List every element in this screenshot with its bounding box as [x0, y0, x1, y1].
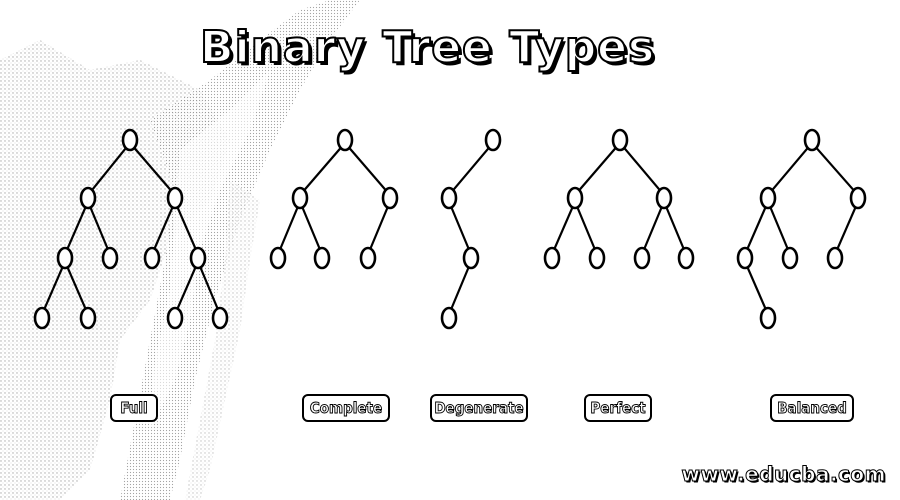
tree-edge	[815, 147, 855, 191]
tree-degenerate	[440, 128, 502, 330]
tree-node	[759, 186, 777, 210]
tree-node	[79, 306, 97, 330]
tree-node	[736, 246, 754, 270]
tree-node	[566, 186, 584, 210]
tree-edge	[43, 266, 64, 310]
tree-edge	[153, 206, 174, 250]
label-balanced: Balanced	[770, 394, 854, 422]
tree-edge	[450, 266, 470, 310]
trees-layer	[33, 128, 867, 330]
tree-node	[655, 186, 673, 210]
tree-node	[189, 246, 207, 270]
tree-edge	[452, 147, 490, 191]
tree-edge	[301, 206, 321, 250]
label-full: Full	[110, 394, 158, 422]
tree-edge	[279, 206, 299, 250]
tree-node	[33, 306, 51, 330]
tree-edge	[623, 147, 661, 191]
tree-node	[166, 186, 184, 210]
tree-edge	[643, 206, 663, 250]
tree-node	[677, 246, 695, 270]
tree-node	[336, 128, 354, 152]
tree-node	[79, 186, 97, 210]
tree-edge	[199, 266, 219, 310]
tree-complete	[269, 128, 399, 270]
tree-edge	[746, 206, 767, 250]
tree-perfect	[543, 128, 695, 270]
tree-edge	[450, 206, 470, 250]
tree-edge	[576, 206, 596, 250]
tree-node	[101, 246, 119, 270]
tree-node	[781, 246, 799, 270]
tree-edge	[348, 147, 387, 191]
watermark: www.educba.com	[681, 462, 886, 487]
tree-full	[33, 128, 229, 330]
page-title: Binary Tree Types	[199, 21, 656, 74]
label-perfect: Perfect	[584, 394, 652, 422]
tree-edge	[66, 266, 87, 310]
tree-node	[759, 306, 777, 330]
tree-node	[166, 306, 184, 330]
tree-node	[484, 128, 502, 152]
tree-edge	[89, 206, 109, 250]
tree-edge	[176, 206, 197, 250]
tree-node	[611, 128, 629, 152]
tree-node	[633, 246, 651, 270]
label-degenerate: Degenerate	[430, 394, 528, 422]
tree-node	[588, 246, 606, 270]
tree-edge	[553, 206, 574, 250]
tree-edge	[91, 147, 127, 191]
tree-node	[121, 128, 139, 152]
tree-node	[269, 246, 287, 270]
tree-node	[440, 306, 458, 330]
tree-edge	[66, 206, 87, 250]
tree-node	[826, 246, 844, 270]
tree-node	[381, 186, 399, 210]
tree-edge	[578, 147, 617, 191]
tree-edge	[303, 147, 342, 191]
tree-edge	[746, 266, 767, 310]
tree-balanced	[736, 128, 867, 330]
tree-node	[143, 246, 161, 270]
tree-node	[543, 246, 561, 270]
tree-node	[440, 186, 458, 210]
tree-node	[56, 246, 74, 270]
tree-edge	[771, 147, 809, 191]
tree-edge	[176, 266, 197, 310]
tree-node	[291, 186, 309, 210]
tree-edge	[133, 147, 172, 191]
tree-edge	[665, 206, 685, 250]
tree-node	[803, 128, 821, 152]
tree-edge	[836, 206, 857, 250]
background-texture	[0, 0, 360, 500]
tree-node	[359, 246, 377, 270]
tree-node	[849, 186, 867, 210]
tree-node	[211, 306, 229, 330]
tree-edge	[369, 206, 389, 250]
tree-edge	[769, 206, 789, 250]
tree-node	[313, 246, 331, 270]
tree-node	[462, 246, 480, 270]
label-complete: Complete	[302, 394, 390, 422]
